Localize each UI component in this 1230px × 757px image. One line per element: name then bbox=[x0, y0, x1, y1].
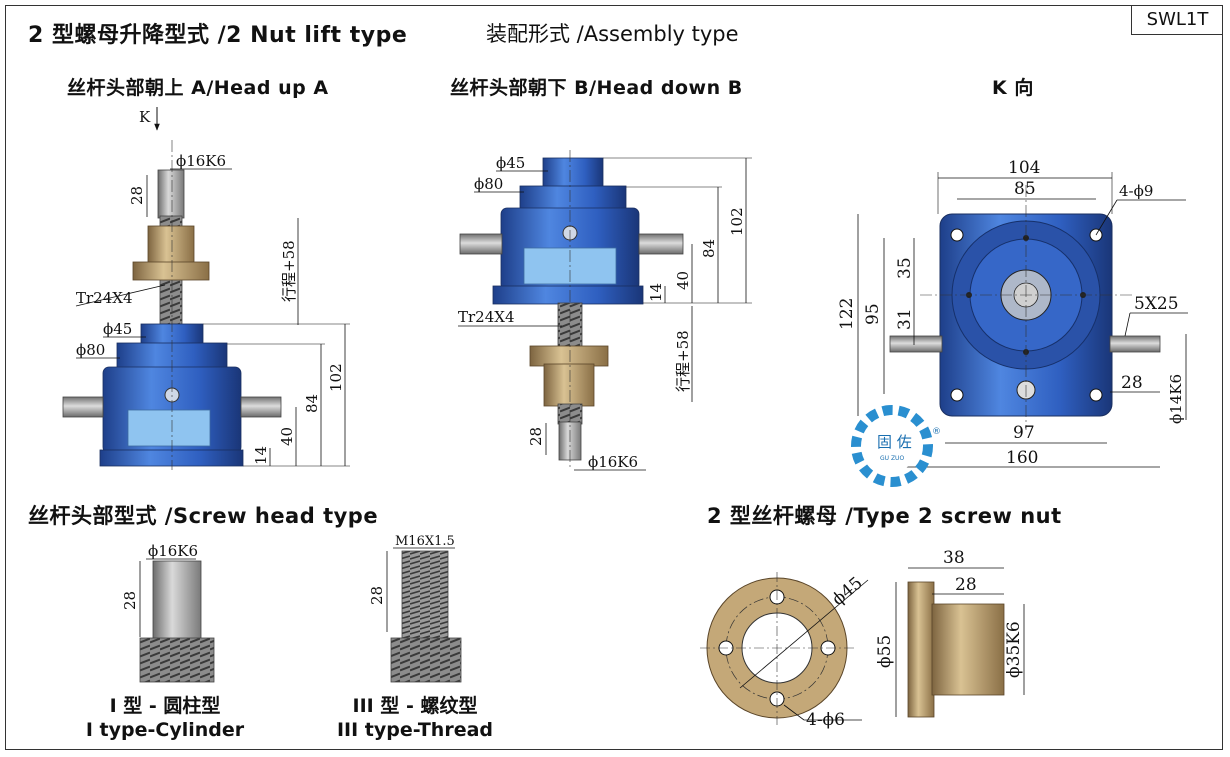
assembly-type-label: 装配形式 /Assembly type bbox=[486, 22, 739, 46]
type3-caption: III 型 - 螺纹型 III type-Thread bbox=[310, 694, 520, 742]
headdown-tr: Tr24X4 bbox=[458, 308, 514, 326]
type3-thread: M16X1.5 28 bbox=[368, 534, 462, 683]
headup-stroke: 行程+58 bbox=[280, 240, 298, 302]
headdown-l84: 84 bbox=[700, 239, 718, 258]
headup-d80: ϕ80 bbox=[76, 341, 105, 359]
headup-l14: 14 bbox=[252, 446, 270, 465]
kview-h31: 31 bbox=[895, 308, 915, 330]
headdown-l14: 14 bbox=[647, 283, 665, 302]
type3-l28: 28 bbox=[368, 586, 386, 605]
k-arrow-label: K bbox=[139, 108, 151, 126]
headdown-l40: 40 bbox=[674, 271, 692, 290]
logo-sub: GU ZUO bbox=[880, 455, 904, 462]
model-code: SWL1T bbox=[1131, 5, 1223, 35]
kview-w85: 85 bbox=[1014, 179, 1036, 199]
kview-h122: 122 bbox=[837, 298, 857, 330]
type1-caption-en: I type-Cylinder bbox=[85, 719, 245, 741]
headup-l40: 40 bbox=[278, 427, 296, 446]
screw-nut-title: 2 型丝杆螺母 /Type 2 screw nut bbox=[707, 504, 1062, 528]
kview-holes: 4-ϕ9 bbox=[1119, 182, 1153, 200]
k-view: 104 85 4-ϕ9 122 95 35 31 5X25 28 ϕ14K6 9… bbox=[837, 158, 1188, 468]
nut-front-view: ϕ45 4-ϕ6 bbox=[700, 572, 869, 730]
headdown-l28: 28 bbox=[527, 427, 545, 446]
head-down-view: ϕ45 ϕ80 102 84 40 14 Tr24X4 行程+58 28 ϕ16… bbox=[458, 150, 752, 471]
type3-caption-en: III type-Thread bbox=[336, 719, 494, 741]
nut-side-view: 38 28 ϕ55 ϕ35K6 bbox=[875, 548, 1025, 718]
nut-l28: 28 bbox=[955, 575, 977, 595]
headup-d45: ϕ45 bbox=[103, 320, 132, 338]
nut-d35k6: ϕ35K6 bbox=[1004, 621, 1024, 678]
type1-caption-cn: I 型 - 圆柱型 bbox=[109, 695, 221, 717]
nut-holes: 4-ϕ6 bbox=[806, 710, 845, 730]
headdown-d80: ϕ80 bbox=[474, 175, 503, 193]
type1-d16k6: ϕ16K6 bbox=[148, 542, 198, 560]
kview-w97: 97 bbox=[1013, 423, 1035, 443]
type1-caption: I 型 - 圆柱型 I type-Cylinder bbox=[60, 694, 270, 742]
headdown-l102: 102 bbox=[728, 207, 746, 236]
type3-m16: M16X1.5 bbox=[395, 534, 455, 549]
page-title: 2 型螺母升降型式 /2 Nut lift type bbox=[28, 23, 408, 48]
kview-w160: 160 bbox=[1006, 448, 1038, 468]
type3-caption-cn: III 型 - 螺纹型 bbox=[352, 695, 478, 717]
kview-h35: 35 bbox=[895, 257, 915, 279]
headup-d16k6: ϕ16K6 bbox=[176, 152, 226, 170]
logo-text: 固 佐 bbox=[877, 433, 912, 451]
type1-l28: 28 bbox=[121, 591, 139, 610]
head-up-title: 丝杆头部朝上 A/Head up A bbox=[67, 77, 329, 99]
kview-d14k6: ϕ14K6 bbox=[1167, 374, 1185, 424]
headup-l102: 102 bbox=[327, 363, 345, 392]
headdown-stroke: 行程+58 bbox=[674, 330, 692, 392]
headup-l28: 28 bbox=[128, 186, 146, 205]
headup-l84: 84 bbox=[303, 394, 321, 413]
logo-mark: ® bbox=[932, 427, 941, 437]
brand-logo: 固 佐 ® GU ZUO bbox=[851, 405, 941, 487]
nut-l38: 38 bbox=[943, 548, 965, 568]
kview-w104: 104 bbox=[1008, 158, 1040, 178]
nut-d45: ϕ45 bbox=[828, 573, 866, 610]
nut-d55: ϕ55 bbox=[875, 635, 895, 668]
kview-h95: 95 bbox=[863, 303, 883, 325]
drawing-frame bbox=[5, 5, 1223, 750]
head-down-title: 丝杆头部朝下 B/Head down B bbox=[450, 77, 743, 99]
k-view-title: K 向 bbox=[992, 77, 1034, 99]
kview-key: 5X25 bbox=[1134, 294, 1179, 314]
type1-cylinder: ϕ16K6 28 bbox=[121, 542, 215, 683]
kview-l28: 28 bbox=[1121, 373, 1143, 393]
head-up-view: K ϕ16K6 28 Tr24X4 行程+58 ϕ45 ϕ80 bbox=[62, 107, 350, 470]
headdown-d45: ϕ45 bbox=[496, 154, 525, 172]
headdown-d16k6: ϕ16K6 bbox=[588, 453, 638, 471]
screw-head-title: 丝杆头部型式 /Screw head type bbox=[28, 504, 379, 528]
